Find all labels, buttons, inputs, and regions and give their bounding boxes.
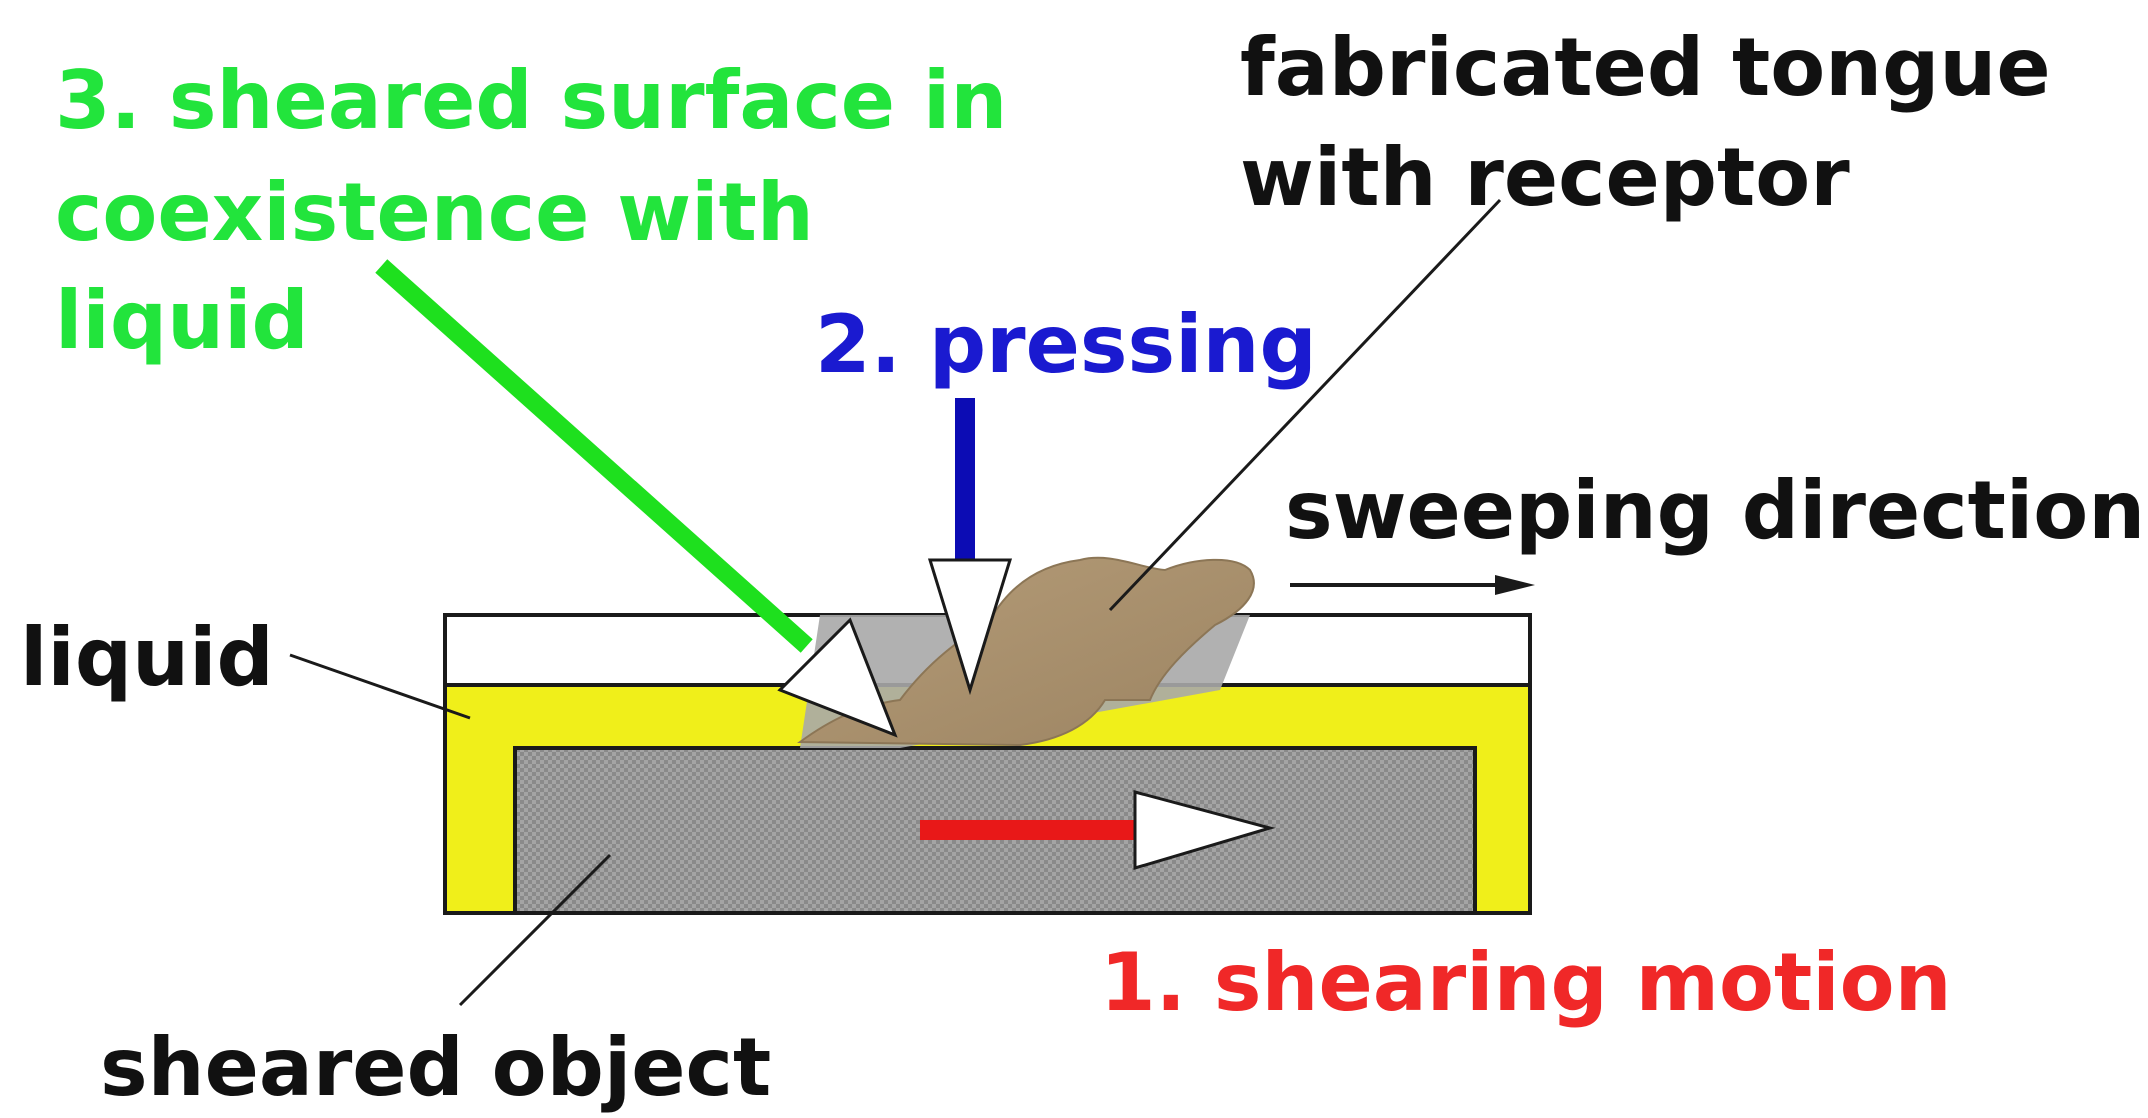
liquid-label: liquid: [20, 611, 274, 704]
sheared-surface-label: 3. sheared surface in coexistence with l…: [55, 54, 1035, 367]
tongue-label: fabricated tongue with receptor: [1240, 21, 2078, 224]
pressing-label: 2. pressing: [815, 298, 1317, 391]
sheared-object-label: sheared object: [100, 1021, 771, 1114]
sweeping-arrow-icon: [1290, 575, 1535, 595]
right-arrow-icon: [920, 790, 1276, 871]
liquid-leader-line: [289, 653, 471, 720]
tongue-shape: [797, 556, 1255, 747]
shearing-motion-label: 1. shearing motion: [1100, 936, 1952, 1029]
diagonal-arrow-icon: [375, 259, 898, 738]
tongue-leader-line: [1108, 198, 1502, 612]
sweeping-direction-label: sweeping direction: [1285, 464, 2145, 557]
down-arrow-icon: [927, 398, 1013, 696]
sheared-object-leader-line: [458, 853, 612, 1007]
